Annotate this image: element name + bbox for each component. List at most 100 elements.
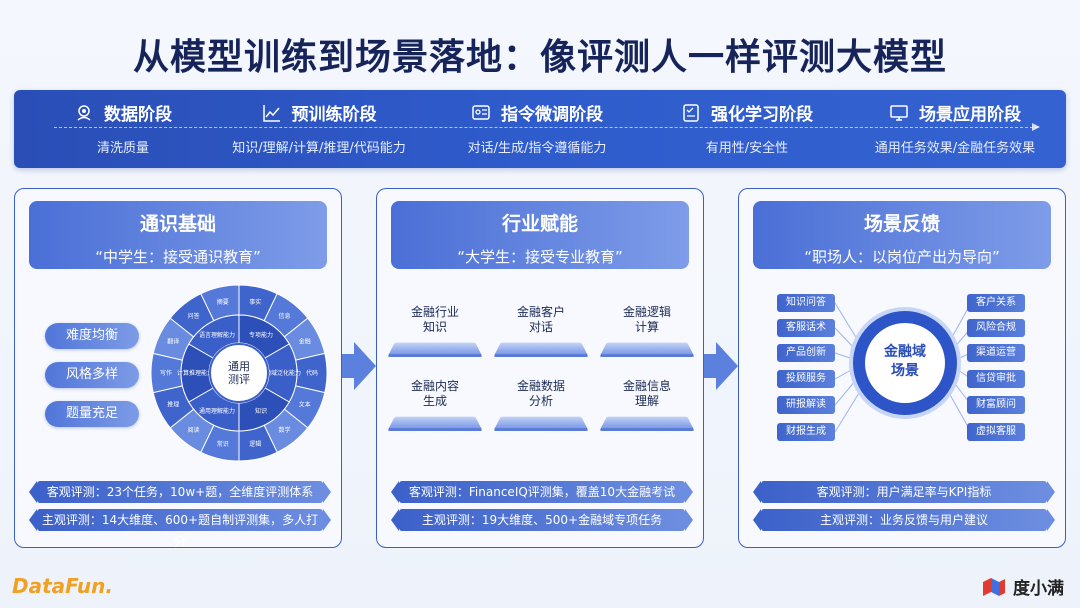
stage-name: 数据阶段 <box>104 105 172 125</box>
card-label: 生成 <box>422 394 447 408</box>
duxiaoman-mark-icon <box>983 577 1005 596</box>
card-label: 对话 <box>528 320 553 334</box>
card-fin-data: 金融数据 分析 <box>494 379 588 429</box>
wheel-center <box>209 343 269 403</box>
objective-eval: 客观评测：23个任务，10w+题，全维度评测体系 <box>29 481 331 503</box>
card-plate <box>494 342 588 355</box>
hub-connectors <box>834 302 972 433</box>
card-label: 金融客户 <box>516 305 565 319</box>
page-title: 从模型训练到场景落地：像评测人一样评测大模型 <box>132 37 947 78</box>
panel-quote: “中学生：接受通识教育” <box>95 248 261 266</box>
tag-product-innovation: 产品创新 <box>777 344 835 362</box>
panel-title: 通识基础 <box>139 213 216 235</box>
tag-wealth: 财富顾问 <box>967 396 1025 414</box>
tag-financial-report: 财报生成 <box>777 423 835 441</box>
stage-name: 指令微调阶段 <box>501 105 603 125</box>
wheel-outer-label: 数学 <box>279 426 291 434</box>
panel-header: 场景反馈 “职场人：以岗位产出为导向” <box>753 201 1051 269</box>
stage-sft: 指令微调阶段 对话/生成/指令遵循能力 <box>432 90 642 168</box>
card-fin-info: 金融信息 理解 <box>600 379 694 429</box>
panel-header: 通识基础 “中学生：接受通识教育” <box>29 201 327 269</box>
tag-credit: 信贷审批 <box>967 370 1025 388</box>
line-chart-icon <box>262 104 280 122</box>
card-label: 金融逻辑 <box>622 305 671 319</box>
stage-application: 场景应用阶段 通用任务效果/金融任务效果 <box>850 90 1060 168</box>
wheel-inner-label: 计算推理能力 <box>177 369 213 377</box>
subjective-eval: 主观评测：19大维度、500+金融域专项任务 <box>391 509 693 531</box>
stage-rl: 强化学习阶段 有用性/安全性 <box>642 90 852 168</box>
stage-name: 强化学习阶段 <box>711 105 813 125</box>
panel-quote: “职场人：以岗位产出为导向” <box>804 248 1000 266</box>
wheel-inner-label: 知识 <box>255 407 267 415</box>
wheel-outer-label: 代码 <box>306 369 318 377</box>
panel-title: 行业赋能 <box>501 213 578 235</box>
subjective-eval: 主观评测：14大维度、600+题自制评测集，多人打分 <box>29 509 331 549</box>
wheel-outer-label: 文本 <box>299 401 311 409</box>
card-label: 计算 <box>634 320 659 334</box>
wheel-outer-label: 推理 <box>167 401 179 409</box>
panel-industry: 行业赋能 “大学生：接受专业教育” 金融行业 知识 金融客户 对话 金融逻辑 计… <box>376 188 704 548</box>
hub-line: 金融域 <box>884 344 926 360</box>
wheel-inner-label: 通用理解能力 <box>199 407 235 415</box>
capability-wheel: 事实信息金融代码文本数学逻辑常识阅读推理写作翻译问答摘要专项能力领域泛化能力知识… <box>150 284 328 462</box>
wheel-inner-label: 语言理解能力 <box>199 331 235 339</box>
tag-advisory: 投顾服务 <box>777 370 835 388</box>
tag-channel: 渠道运营 <box>967 344 1025 362</box>
wheel-center-label: 通用 <box>228 360 250 373</box>
card-plate <box>600 342 694 355</box>
stage-sub: 清洗质量 <box>96 141 149 156</box>
stage-sub: 对话/生成/指令遵循能力 <box>467 141 607 156</box>
wheel-inner-label: 领域泛化能力 <box>265 369 301 377</box>
panel-title: 场景反馈 <box>863 213 940 235</box>
wheel-outer-label: 阅读 <box>187 426 199 434</box>
objective-eval: 客观评测：用户满足率与KPI指标 <box>753 481 1055 503</box>
stage-pretrain: 预训练阶段 知识/理解/计算/推理/代码能力 <box>214 90 424 168</box>
card-label: 金融内容 <box>410 379 459 393</box>
objective-eval: 客观评测：FinanceIQ评测集，覆盖10大金融考试 <box>391 481 693 503</box>
duxiaoman-text: 度小满 <box>1013 579 1064 599</box>
wheel-outer-label: 金融 <box>299 337 311 345</box>
card-plate <box>494 416 588 429</box>
stage-timeline <box>54 123 1040 131</box>
card-fin-logic: 金融逻辑 计算 <box>600 305 694 355</box>
stage-bar: 数据阶段 清洗质量 预训练阶段 知识/理解/计算/推理/代码能力 指令微调阶段 … <box>14 90 1066 168</box>
stage-name: 预训练阶段 <box>291 105 377 125</box>
wheel-outer-label: 常识 <box>217 440 229 448</box>
card-label: 理解 <box>634 394 659 408</box>
card-fin-knowledge: 金融行业 知识 <box>388 305 482 355</box>
card-label: 金融数据 <box>516 379 565 393</box>
card-fin-content: 金融内容 生成 <box>388 379 482 429</box>
stage-sub: 通用任务效果/金融任务效果 <box>874 141 1036 156</box>
wheel-outer-label: 问答 <box>187 312 199 320</box>
tag-knowledge-qa: 知识问答 <box>777 294 835 312</box>
flow-arrow-icon <box>704 342 738 390</box>
panel-quote: “大学生：接受专业教育” <box>457 248 623 266</box>
checklist-icon <box>683 103 699 122</box>
panel-general: 通识基础 “中学生：接受通识教育” 难度均衡 风格多样 题量充足 事实信息金融代… <box>14 188 342 549</box>
finance-hub: 金融域 场景 <box>853 311 957 415</box>
panel-scenario: 场景反馈 “职场人：以岗位产出为导向” 知识问答 客服话术 产品创新 投顾服务 … <box>738 188 1066 548</box>
stage-sub: 有用性/安全性 <box>705 141 789 156</box>
stage-name: 场景应用阶段 <box>919 105 1021 125</box>
tag-crm: 客户关系 <box>967 294 1025 312</box>
wheel-center-label: 测评 <box>228 373 250 386</box>
card-label: 金融行业 <box>410 305 459 319</box>
wheel-inner-label: 专项能力 <box>249 331 273 339</box>
stage-data: 数据阶段 清洗质量 <box>18 90 228 168</box>
tag-diverse: 风格多样 <box>45 362 139 388</box>
stage-sub: 知识/理解/计算/推理/代码能力 <box>232 141 406 156</box>
wheel-outer-label: 信息 <box>279 312 291 320</box>
data-gear-icon <box>77 104 91 121</box>
tuning-icon <box>472 104 490 120</box>
card-label: 金融信息 <box>622 379 671 393</box>
tag-research: 研报解读 <box>777 396 835 414</box>
wheel-outer-label: 摘要 <box>217 298 229 306</box>
duxiaoman-logo: 度小满 <box>981 574 1064 599</box>
card-fin-dialog: 金融客户 对话 <box>494 305 588 355</box>
datafun-logo: DataFun. <box>12 574 113 598</box>
tag-service-script: 客服话术 <box>777 319 835 337</box>
hub-line: 场景 <box>891 363 919 379</box>
subjective-eval: 主观评测：业务反馈与用户建议 <box>753 509 1055 531</box>
monitor-icon <box>890 104 908 121</box>
wheel-outer-label: 事实 <box>249 298 261 306</box>
